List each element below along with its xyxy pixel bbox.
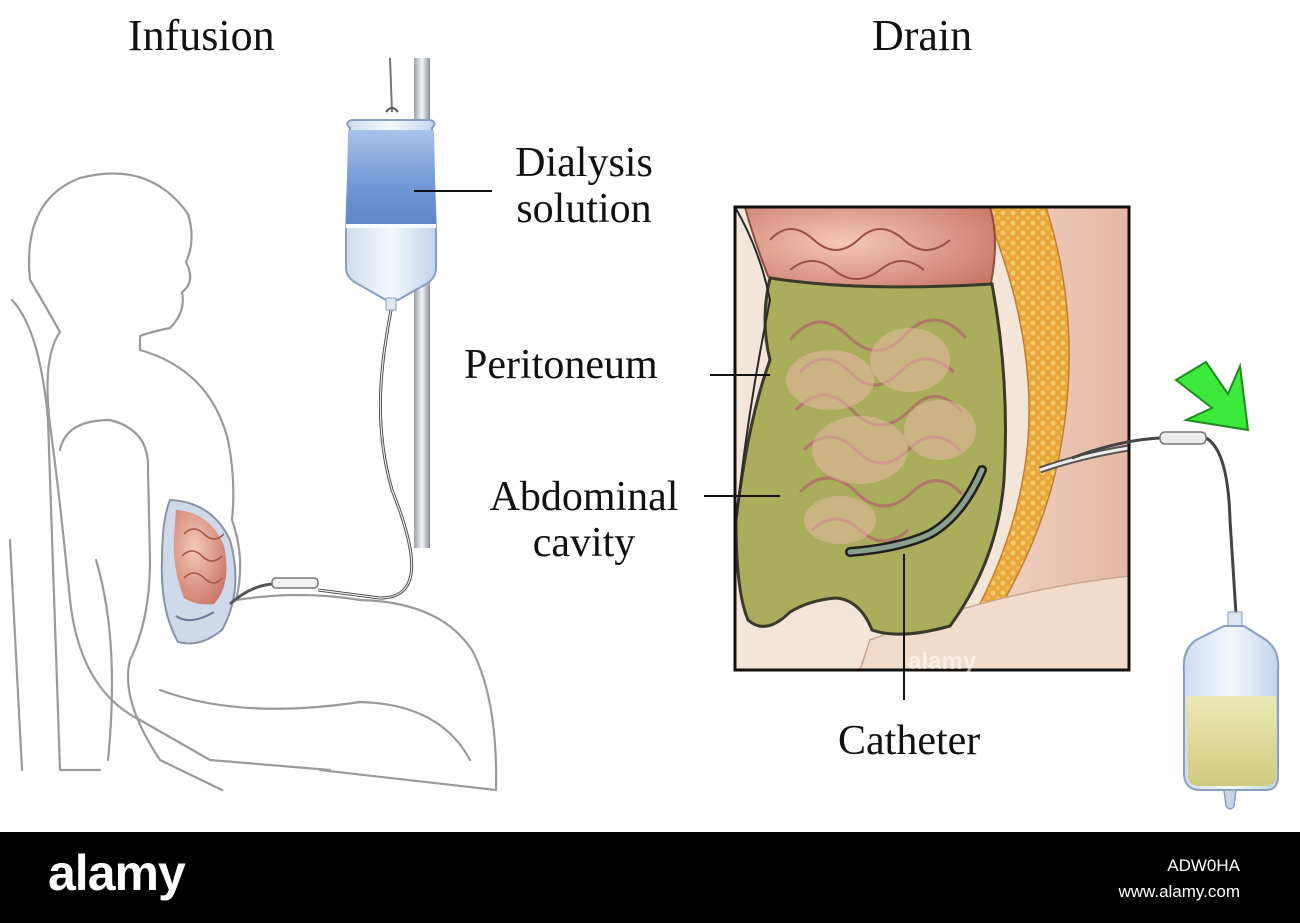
- catheter-connector-icon: [271, 577, 319, 589]
- infusion-tubing: [317, 309, 414, 600]
- label-dialysis-solution-line2: solution: [516, 186, 652, 232]
- label-catheter: Catheter: [838, 718, 981, 764]
- abdominal-cross-section-inset: [735, 207, 1129, 670]
- watermark-text: alamy: [908, 648, 977, 675]
- footer-bar: alamy ADW0HA www.alamy.com: [0, 832, 1300, 923]
- drain-connector-icon: [1159, 431, 1207, 445]
- brand-logo: alamy: [48, 845, 186, 901]
- label-dialysis-solution-line1: Dialysis: [515, 140, 653, 186]
- image-id: ADW0HA: [1167, 856, 1240, 875]
- arrow-down-right-icon: [1174, 360, 1250, 432]
- label-dialysis-solution: Dialysis solution: [496, 140, 672, 232]
- label-abdominal-cavity-line2: cavity: [532, 520, 636, 566]
- heading-drain: Drain: [872, 11, 973, 60]
- dialysis-solution-bag-icon: [345, 119, 437, 311]
- drain-bag-icon: [1182, 611, 1280, 810]
- label-peritoneum: Peritoneum: [464, 342, 658, 388]
- label-abdominal-cavity: Abdominal cavity: [466, 474, 702, 566]
- patient-figure: [8, 172, 498, 792]
- heading-infusion: Infusion: [128, 11, 275, 60]
- site-url: www.alamy.com: [1118, 882, 1240, 901]
- abdomen-cutaway: [160, 498, 237, 645]
- label-abdominal-cavity-line1: Abdominal: [489, 474, 679, 520]
- inset-frame: [733, 205, 1131, 672]
- illustration: [8, 57, 1280, 810]
